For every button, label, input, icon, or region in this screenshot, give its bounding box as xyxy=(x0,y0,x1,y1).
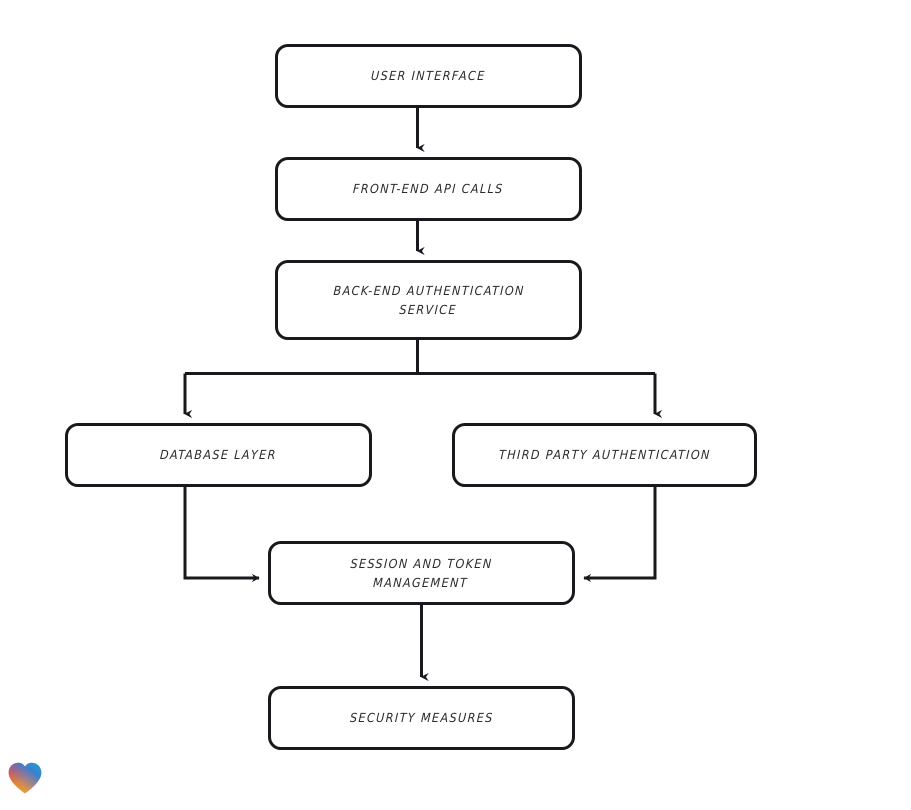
node-session-and-token-management[interactable]: Session and Token Management xyxy=(268,541,575,605)
node-security-measures-label: Security Measures xyxy=(349,710,494,726)
edge-database-to-session xyxy=(183,487,260,583)
node-session-and-token-management-label: Session and Token Management xyxy=(350,555,494,590)
node-frontend-api-calls-label: Front-End API Calls xyxy=(352,181,505,197)
heart-icon xyxy=(8,762,42,794)
node-user-interface[interactable]: User Interface xyxy=(275,44,582,108)
node-backend-authentication-service-label: Back-End Authentication Service xyxy=(332,282,526,317)
node-backend-authentication-service[interactable]: Back-End Authentication Service xyxy=(275,260,582,340)
node-third-party-authentication[interactable]: Third Party Authentication xyxy=(452,423,757,487)
node-user-interface-label: User Interface xyxy=(370,68,487,84)
edge-thirdparty-to-session xyxy=(583,487,657,583)
node-security-measures[interactable]: Security Measures xyxy=(268,686,575,750)
node-third-party-authentication-label: Third Party Authentication xyxy=(498,447,711,463)
node-frontend-api-calls[interactable]: Front-End API Calls xyxy=(275,157,582,221)
node-database-layer[interactable]: Database Layer xyxy=(65,423,372,487)
node-database-layer-label: Database Layer xyxy=(159,447,278,463)
